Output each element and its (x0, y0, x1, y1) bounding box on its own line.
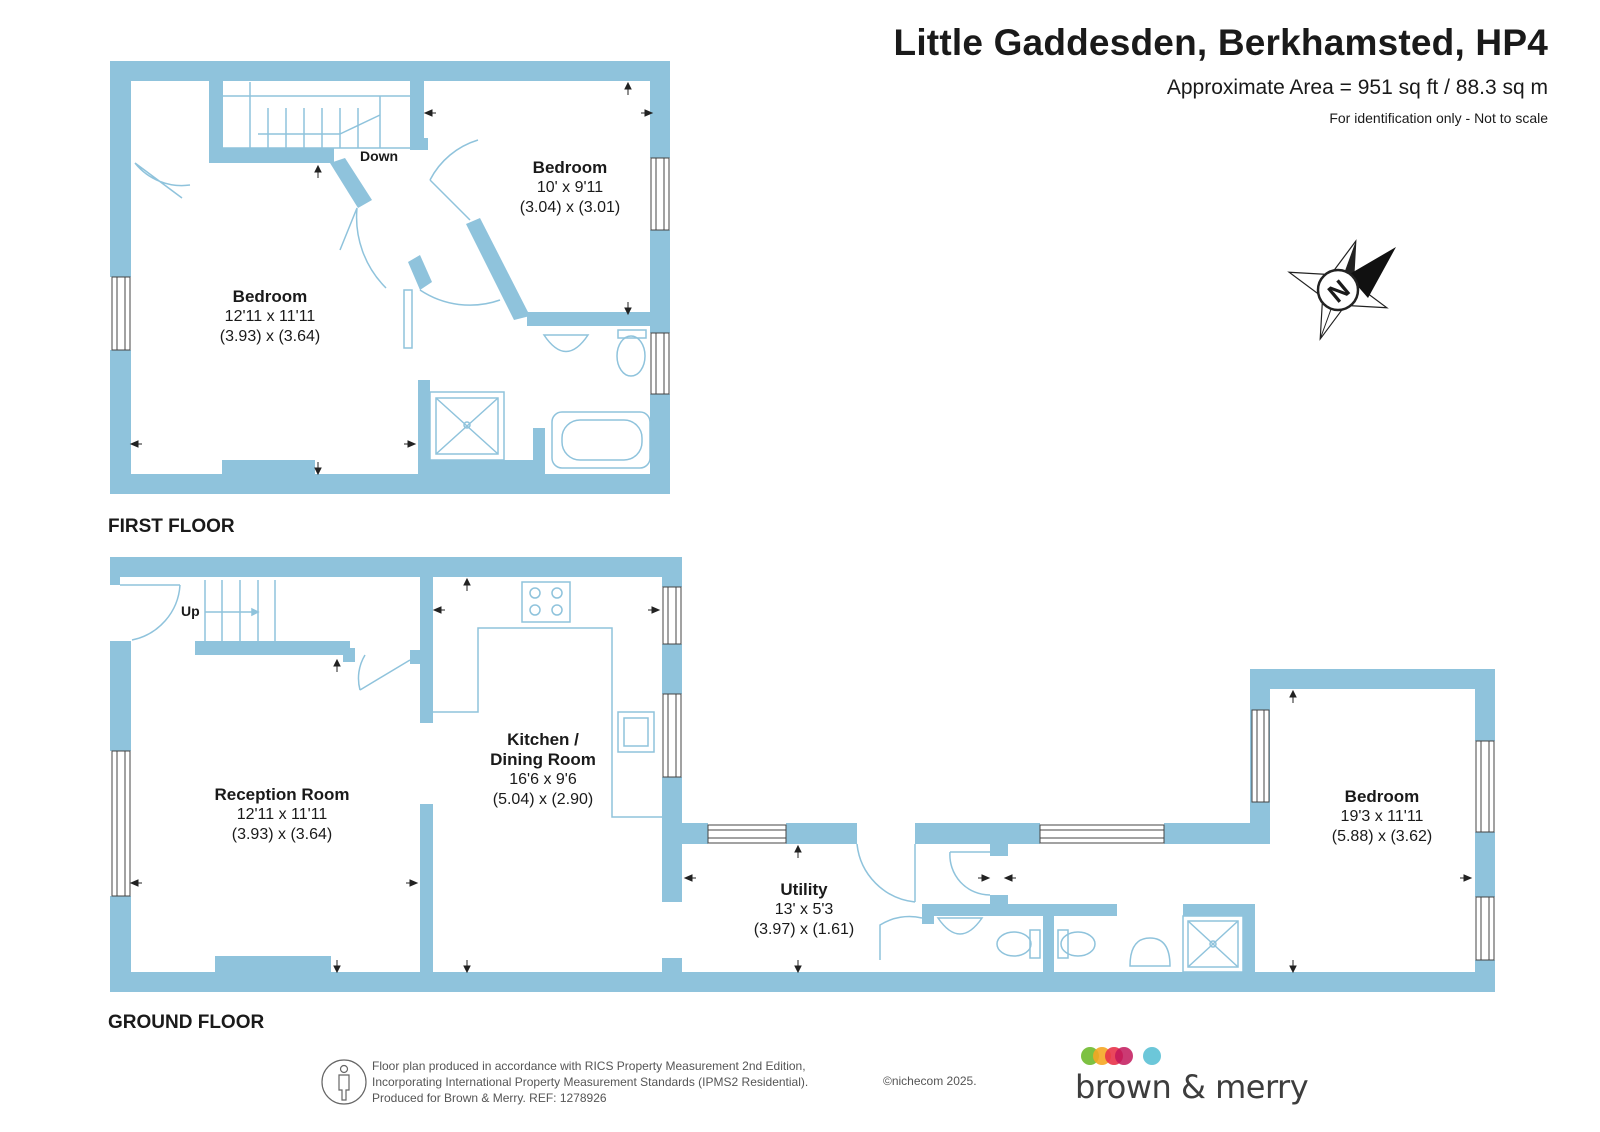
room-name-line2: Dining Room (490, 750, 596, 769)
room-metric: (5.88) x (3.62) (1331, 828, 1433, 845)
reception-room: Reception Room 12'11 x 11'11 (3.93) x (3… (214, 785, 349, 845)
first-floor-bedroom-right: Bedroom 10' x 9'11 (3.04) x (3.01) (520, 158, 620, 218)
room-name-line1: Kitchen / (507, 730, 579, 749)
first-floor-stairs (223, 82, 410, 149)
kitchen-fixtures (433, 581, 662, 818)
first-floor-bedroom-left: Bedroom 12'11 x 11'11 (3.93) x (3.64) (220, 287, 320, 347)
room-metric: (3.93) x (3.64) (219, 328, 321, 345)
room-imperial: 13' x 5'3 (774, 901, 834, 918)
footer-line-1: Floor plan produced in accordance with R… (372, 1059, 806, 1073)
ground-floor-doors (120, 584, 991, 960)
ipms-person-icon (321, 1059, 367, 1105)
page-title: Little Gaddesden, Berkhamsted, HP4 (893, 22, 1548, 63)
ground-floor-windows (111, 586, 1495, 961)
footer-line-3: Produced for Brown & Merry. REF: 1278926 (372, 1091, 607, 1105)
room-name: Bedroom (532, 158, 608, 177)
room-imperial: 16'6 x 9'6 (509, 771, 577, 788)
copyright: ©nichecom 2025. (883, 1074, 977, 1088)
room-metric: (3.97) x (1.61) (753, 921, 855, 938)
room-imperial: 10' x 9'11 (536, 179, 604, 196)
room-imperial: 19'3 x 11'11 (1340, 808, 1424, 825)
room-name: Utility (780, 880, 828, 899)
wc-fixtures (936, 915, 1244, 973)
room-imperial: 12'11 x 11'11 (224, 308, 316, 325)
ground-floor-plan (110, 557, 1495, 992)
room-name: Bedroom (232, 287, 308, 306)
footer-disclaimer: Floor plan produced in accordance with R… (372, 1058, 808, 1106)
brand-logo-dots (1081, 1047, 1161, 1065)
identification-note: For identification only - Not to scale (1329, 110, 1548, 126)
first-floor-doors (134, 139, 501, 349)
utility-room: Utility 13' x 5'3 (3.97) x (1.61) (754, 880, 854, 940)
room-metric: (5.04) x (2.90) (492, 791, 594, 808)
ground-floor-bedroom: Bedroom 19'3 x 11'11 (5.88) x (3.62) (1332, 787, 1432, 847)
first-floor-windows (111, 157, 670, 395)
kitchen-dining-room: Kitchen / Dining Room 16'6 x 9'6 (5.04) … (490, 730, 596, 810)
first-floor-label: FIRST FLOOR (108, 516, 235, 537)
brand-logo-text: brown & merry (1075, 1068, 1309, 1106)
footer-line-2: Incorporating International Property Mea… (372, 1075, 809, 1089)
room-metric: (3.04) x (3.01) (519, 199, 621, 216)
ground-floor-stairs (204, 580, 276, 641)
room-name: Bedroom (1344, 787, 1420, 806)
room-name: Reception Room (214, 785, 350, 804)
first-floor-arrows (129, 81, 654, 476)
stairs-up-label: Up (181, 603, 200, 619)
compass (1287, 239, 1396, 341)
room-imperial: 12'11 x 11'11 (236, 806, 328, 823)
ground-floor-walls (110, 557, 1495, 992)
room-metric: (3.93) x (3.64) (231, 826, 333, 843)
first-floor-walls (110, 61, 670, 494)
first-floor-plan (110, 61, 670, 494)
bathroom-fixtures (429, 329, 651, 469)
ground-floor-label: GROUND FLOOR (108, 1012, 265, 1033)
approximate-area: Approximate Area = 951 sq ft / 88.3 sq m (1166, 76, 1548, 99)
ground-floor-arrows (129, 577, 1473, 974)
stairs-down-label: Down (360, 148, 399, 164)
